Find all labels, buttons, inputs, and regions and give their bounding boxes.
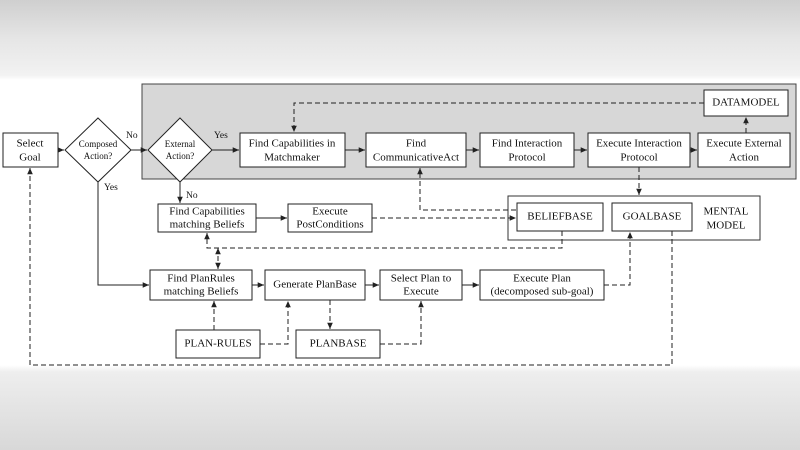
find-capabilities-matchmaker-line1: Find Capabilities in: [249, 138, 336, 150]
find-interaction-protocol-line1: Find Interaction: [492, 138, 563, 150]
execute-postconditions-line2: PostConditions: [296, 219, 363, 231]
execute-interaction-protocol-line1: Execute Interaction: [596, 138, 682, 150]
find-planrules-line1: Find PlanRules: [167, 273, 235, 285]
execute-external-action-line2: Action: [729, 152, 759, 164]
composed-action-decision: Composed Action?: [64, 117, 132, 183]
generate-planbase-label: Generate PlanBase: [273, 279, 356, 291]
select-goal-line1: Select: [17, 138, 44, 150]
find-planrules-node: Find PlanRules matching Beliefs: [149, 269, 253, 301]
select-plan-line1: Select Plan to: [391, 273, 452, 285]
find-capabilities-beliefs-node: Find Capabilities matching Beliefs: [157, 203, 257, 233]
edge-composed-yes-to-findplanrules: [97, 182, 149, 288]
find-communicative-act-node: Find CommunicativeAct: [365, 132, 467, 168]
external-yes-label: Yes: [214, 131, 228, 141]
select-plan-node: Select Plan to Execute: [379, 269, 463, 301]
composed-no-label: No: [126, 131, 138, 141]
execute-postconditions-node: Execute PostConditions: [287, 203, 373, 233]
beliefbase-node: BELIEFBASE: [516, 202, 604, 232]
mental-model-label: MENTAL MODEL: [704, 206, 749, 232]
edge-datamodel-to-matchmaker: [291, 102, 704, 132]
select-goal-line2: Goal: [19, 152, 40, 164]
find-capabilities-beliefs-line1: Find Capabilities: [169, 206, 244, 218]
datamodel-label: DATAMODEL: [712, 97, 780, 109]
datamodel-node: DATAMODEL: [703, 89, 789, 117]
mental-model-label-line2: MODEL: [706, 220, 745, 232]
composed-action-line1: Composed: [79, 139, 118, 149]
execute-plan-node: Execute Plan (decomposed sub-goal): [479, 269, 605, 301]
edge-beliefbase-to-commact: [417, 168, 516, 211]
find-capabilities-matchmaker-line2: Matchmaker: [264, 152, 320, 164]
external-action-line1: External: [165, 139, 196, 149]
edge-beliefbase-to-findcap-beliefs: [204, 231, 563, 249]
find-capabilities-matchmaker-node: Find Capabilities in Matchmaker: [239, 132, 346, 168]
find-communicative-act-line1: Find: [406, 138, 427, 150]
execute-postconditions-line1: Execute: [312, 206, 348, 218]
mental-model-label-line1: MENTAL: [704, 206, 749, 218]
external-action-line2: Action?: [166, 151, 195, 161]
external-action-decision: External Action?: [147, 117, 213, 183]
external-no-label: No: [186, 191, 198, 201]
execute-plan-line1: Execute Plan: [513, 273, 571, 285]
select-goal-node: Select Goal: [2, 132, 59, 168]
edge-executeplan-to-goalbase: [604, 232, 633, 286]
select-plan-line2: Execute: [403, 286, 439, 298]
find-planrules-line2: matching Beliefs: [164, 286, 239, 298]
beliefbase-label: BELIEFBASE: [527, 211, 593, 223]
planbase-label: PLANBASE: [310, 338, 367, 350]
execute-external-action-line1: Execute External: [706, 138, 781, 150]
composed-action-line2: Action?: [84, 151, 113, 161]
execute-interaction-protocol-line2: Protocol: [620, 152, 657, 164]
find-interaction-protocol-node: Find Interaction Protocol: [479, 132, 575, 168]
goalbase-label: GOALBASE: [623, 211, 682, 223]
plan-rules-label: PLAN-RULES: [184, 338, 251, 350]
composed-yes-label: Yes: [104, 183, 118, 193]
execute-external-action-node: Execute External Action: [697, 132, 791, 168]
goalbase-node: GOALBASE: [611, 202, 693, 232]
find-communicative-act-line2: CommunicativeAct: [373, 152, 459, 164]
generate-planbase-node: Generate PlanBase: [264, 269, 366, 301]
edge-planbase-to-selectplan: [380, 301, 424, 345]
planbase-node: PLANBASE: [295, 329, 381, 359]
find-interaction-protocol-line2: Protocol: [508, 152, 545, 164]
edge-planrules-to-generate: [260, 301, 291, 345]
plan-rules-node: PLAN-RULES: [175, 329, 261, 359]
edge-goalbase-to-selectgoal: [27, 168, 673, 366]
execute-interaction-protocol-node: Execute Interaction Protocol: [587, 132, 691, 168]
find-capabilities-beliefs-line2: matching Beliefs: [170, 219, 245, 231]
execute-plan-line2: (decomposed sub-goal): [491, 286, 594, 298]
